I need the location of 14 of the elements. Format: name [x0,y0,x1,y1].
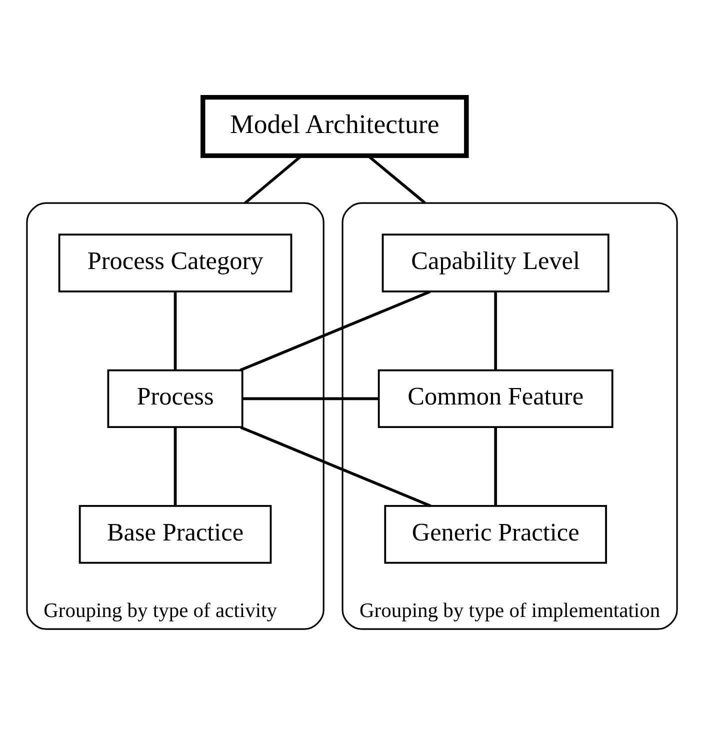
node-box: Base Practice [78,505,272,564]
connector [174,292,177,370]
node-box: Common Feature [378,369,614,428]
connector [494,428,497,506]
connector [240,290,431,372]
node-box: Process [107,369,244,428]
node-box: Model Architecture [200,94,469,158]
connector [242,397,379,400]
connector [240,426,432,508]
node-box: Process Category [58,234,292,292]
node-box: Capability Level [382,234,610,292]
connector [174,428,177,506]
connector [494,292,497,370]
node-box: Generic Practice [384,505,607,564]
